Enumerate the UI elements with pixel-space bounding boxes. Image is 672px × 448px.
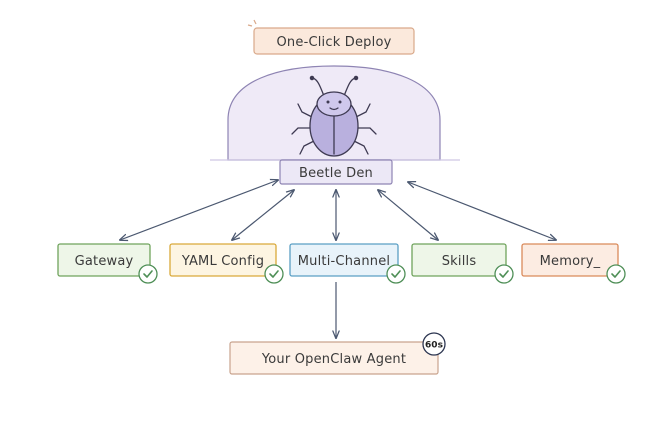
hub-node: Beetle Den [279,159,393,185]
feature-box [289,243,399,277]
feature-box [411,243,507,277]
connector-skills [378,190,438,240]
connector-memory [408,182,556,240]
feature-nodes: Gateway YAML Config Multi-Channel Skills Mem… [57,243,626,284]
header-badge: One-Click Deploy [247,19,415,55]
connectors [120,180,556,338]
timer-badge-circle [422,332,446,356]
feature-label: Memory_ [540,254,601,269]
sparkle-icon [247,19,257,27]
feature-label: Gateway [75,254,134,269]
result-box [229,341,439,375]
check-icon [264,264,284,284]
beetle-icon [291,75,377,157]
check-icon [386,264,406,284]
feature-box [57,243,151,277]
feature-label: Multi-Channel [298,254,390,269]
hub-box [279,159,393,185]
feature-node-gateway: Gateway [57,243,158,284]
feature-box [169,243,277,277]
feature-box [521,243,619,277]
feature-label: Skills [442,254,477,269]
hub-label: Beetle Den [299,166,373,181]
connector-gateway [120,180,278,240]
feature-node-multi-channel: Multi-Channel [289,243,406,284]
header-box [253,27,415,55]
feature-node-yaml-config: YAML Config [169,243,284,284]
connector-yaml-config [232,190,294,240]
header-title: One-Click Deploy [277,35,392,50]
timer-badge-label: 60s [425,341,443,351]
feature-node-memory: Memory_ [521,243,626,284]
feature-label: YAML Config [181,254,264,269]
check-icon [494,264,514,284]
check-icon [138,264,158,284]
result-node: Your OpenClaw Agent 60s [229,332,446,375]
beetle-den-dome [210,65,460,161]
check-icon [606,264,626,284]
feature-node-skills: Skills [411,243,514,284]
timer-badge: 60s [422,332,446,356]
result-label: Your OpenClaw Agent [261,352,406,367]
